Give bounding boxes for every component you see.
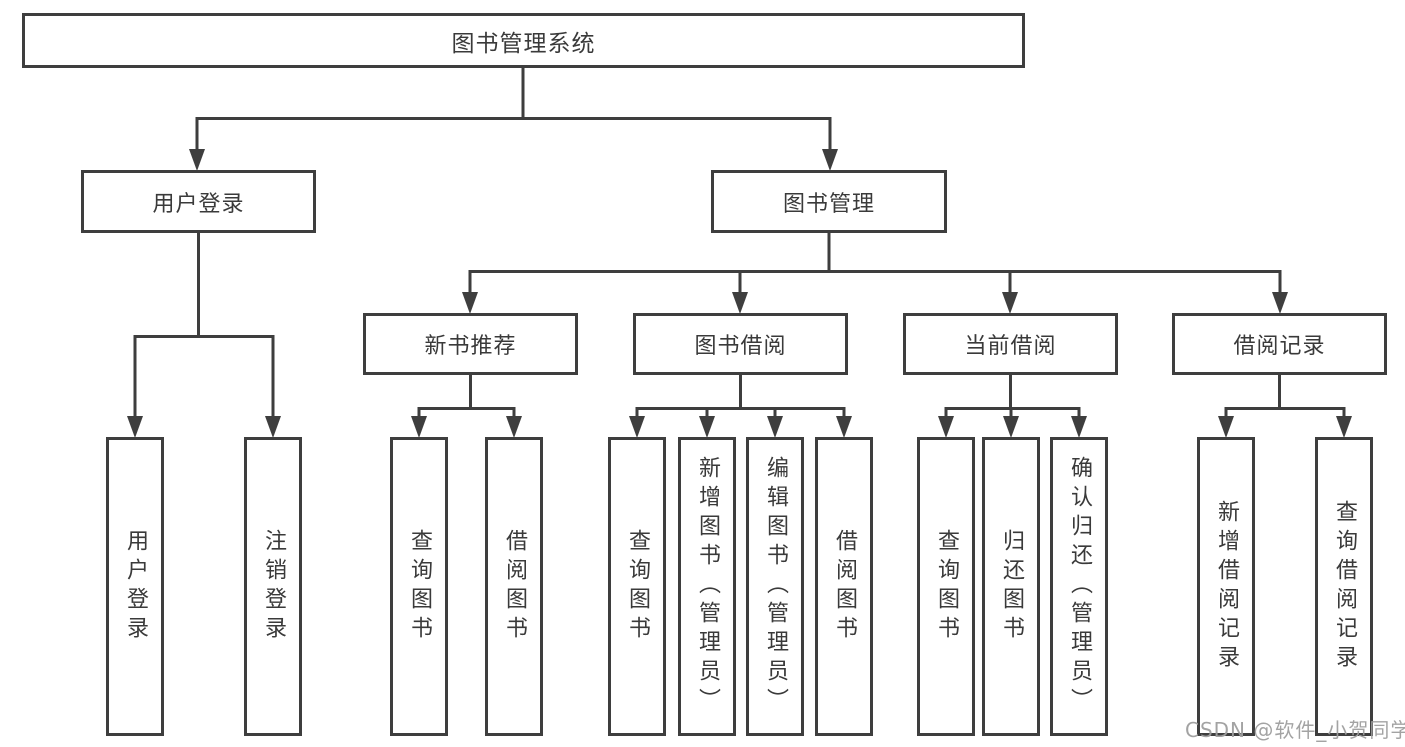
node-query-books-current: 查询图书 [917, 437, 975, 736]
node-query-books-borrowing-label: 查询图书 [625, 528, 650, 645]
node-add-book-admin: 新增图书（管理员） [678, 437, 736, 736]
node-add-borrow-record: 新增借阅记录 [1197, 437, 1255, 736]
node-query-borrow-record: 查询借阅记录 [1315, 437, 1373, 736]
node-return-book-label: 归还图书 [999, 528, 1024, 645]
node-book-management: 图书管理 [711, 170, 947, 233]
csdn-watermark: CSDN @软件_小贺同学 [1185, 718, 1405, 742]
node-login: 用户登录 [106, 437, 164, 736]
node-current-borrowing: 当前借阅 [903, 313, 1118, 375]
connector-new-book-recommendation [417, 375, 516, 423]
node-book-borrowing: 图书借阅 [633, 313, 848, 375]
connector-book-borrowing [635, 375, 846, 423]
node-borrow-books-recommend: 借阅图书 [485, 437, 543, 736]
connector-current-borrowing [944, 375, 1081, 423]
node-edit-book-admin: 编辑图书（管理员） [746, 437, 804, 736]
connector-book-management [468, 233, 1282, 299]
node-current-borrowing-label: 当前借阅 [964, 334, 1057, 359]
node-add-borrow-record-label: 新增借阅记录 [1214, 499, 1239, 674]
node-query-books-current-label: 查询图书 [934, 528, 959, 645]
node-new-book-recommendation-label: 新书推荐 [424, 334, 517, 359]
node-query-books-recommend-label: 查询图书 [407, 528, 432, 645]
node-logout: 注销登录 [244, 437, 302, 736]
node-confirm-return-admin-label: 确认归还（管理员） [1067, 456, 1092, 717]
node-return-book: 归还图书 [982, 437, 1040, 736]
node-borrowing-records: 借阅记录 [1172, 313, 1387, 375]
node-new-book-recommendation: 新书推荐 [363, 313, 578, 375]
node-edit-book-admin-label: 编辑图书（管理员） [763, 456, 788, 717]
node-user-login-label: 用户登录 [152, 191, 245, 217]
node-book-borrowing-label: 图书借阅 [694, 334, 787, 359]
connector-root [195, 68, 832, 156]
node-confirm-return-admin: 确认归还（管理员） [1050, 437, 1108, 736]
node-borrow-books-label: 借阅图书 [832, 528, 857, 645]
node-query-borrow-record-label: 查询借阅记录 [1332, 499, 1357, 674]
node-query-books-borrowing: 查询图书 [608, 437, 666, 736]
node-library-system: 图书管理系统 [22, 13, 1025, 68]
node-borrow-books-recommend-label: 借阅图书 [502, 528, 527, 645]
node-add-book-admin-label: 新增图书（管理员） [695, 456, 720, 717]
connector-user-login [133, 233, 275, 423]
node-book-management-label: 图书管理 [782, 191, 875, 217]
connector-borrowing-records [1224, 375, 1346, 423]
node-borrowing-records-label: 借阅记录 [1233, 334, 1326, 359]
node-query-books-recommend: 查询图书 [390, 437, 448, 736]
node-borrow-books: 借阅图书 [815, 437, 873, 736]
node-logout-label: 注销登录 [261, 528, 286, 645]
node-library-system-label: 图书管理系统 [451, 30, 596, 57]
node-login-label: 用户登录 [123, 528, 148, 645]
arrowheads [127, 149, 1352, 438]
node-user-login: 用户登录 [81, 170, 316, 233]
